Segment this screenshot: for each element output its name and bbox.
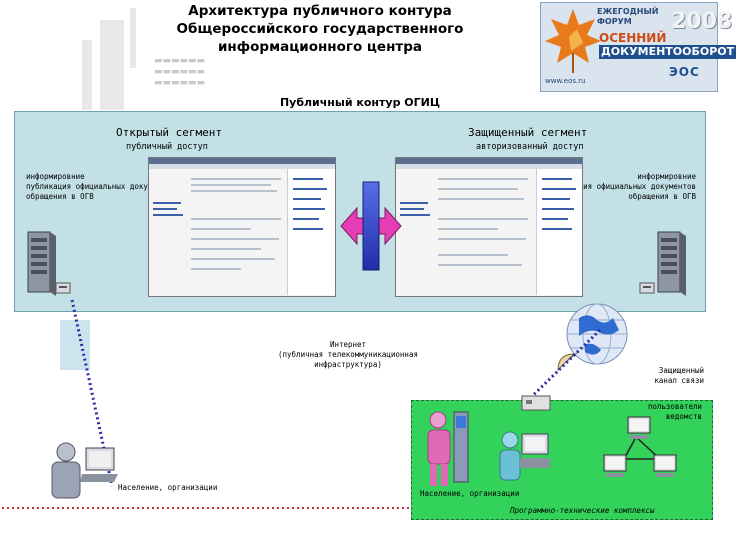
- public-contour-panel: [14, 111, 706, 312]
- title-line-2: Общероссийского государственного: [176, 21, 464, 37]
- logo-url: www.eos.ru: [545, 77, 586, 85]
- open-segment-title: Открытый сегмент: [116, 126, 222, 139]
- main-title: Публичный контур ОГИЦ: [279, 96, 441, 109]
- open-segment-server-icon: [27, 231, 56, 296]
- laptop-icon: [80, 447, 118, 482]
- logo-brand: ЭОС: [669, 65, 700, 79]
- satellite-dish-icon: [557, 351, 579, 372]
- secure-segment-subtitle: авторизованный доступ: [476, 142, 584, 152]
- secure-segment-server-icon: [657, 231, 686, 296]
- watermark-text: ▬▬▬▬▬▬▬▬▬▬▬▬▬▬▬▬▬▬: [154, 56, 206, 88]
- open-segment-disk-icon: [55, 282, 71, 294]
- open-portal-screenshot: [148, 157, 336, 297]
- internet-label: Интернет (публичная телекоммуникационная…: [278, 340, 418, 369]
- workstation-person-icon: [499, 431, 550, 481]
- complexes-label: Программно-технические комплексы: [510, 506, 655, 515]
- logo-line-2: ОСЕННИЙ: [599, 31, 667, 45]
- logo-year: 2008: [671, 9, 733, 34]
- title-line-1: Архитектура публичного контура: [188, 3, 452, 19]
- network-computers-icon: [603, 416, 677, 477]
- segment-gateway-arrow-icon: [340, 181, 402, 271]
- population-right-label: Население, организации: [420, 489, 520, 498]
- secure-channel-label: Защищенный канал связи: [654, 366, 704, 385]
- open-segment-info: информировние публикация официальных док…: [26, 172, 176, 201]
- logo-line-3: ДОКУМЕНТООБОРОТ: [599, 45, 736, 59]
- maple-leaf-icon: [545, 9, 601, 73]
- user-person-icon: [51, 442, 81, 499]
- router-icon: [521, 395, 551, 411]
- title-line-3: информационного центра: [217, 39, 423, 55]
- page-title: Архитектура публичного контура Общеросси…: [120, 2, 520, 56]
- population-left-label: Население, организации: [118, 483, 218, 492]
- kiosk-person-icon: [427, 411, 469, 486]
- secure-segment-title: Защищенный сегмент: [468, 126, 588, 139]
- users-departments-label: пользователи ведомств: [647, 402, 702, 421]
- secure-portal-screenshot: [395, 157, 583, 297]
- open-segment-subtitle: публичный доступ: [126, 142, 208, 152]
- secure-segment-disk-icon: [639, 282, 655, 294]
- secure-segment-info: информировние публикация официальных док…: [546, 172, 696, 201]
